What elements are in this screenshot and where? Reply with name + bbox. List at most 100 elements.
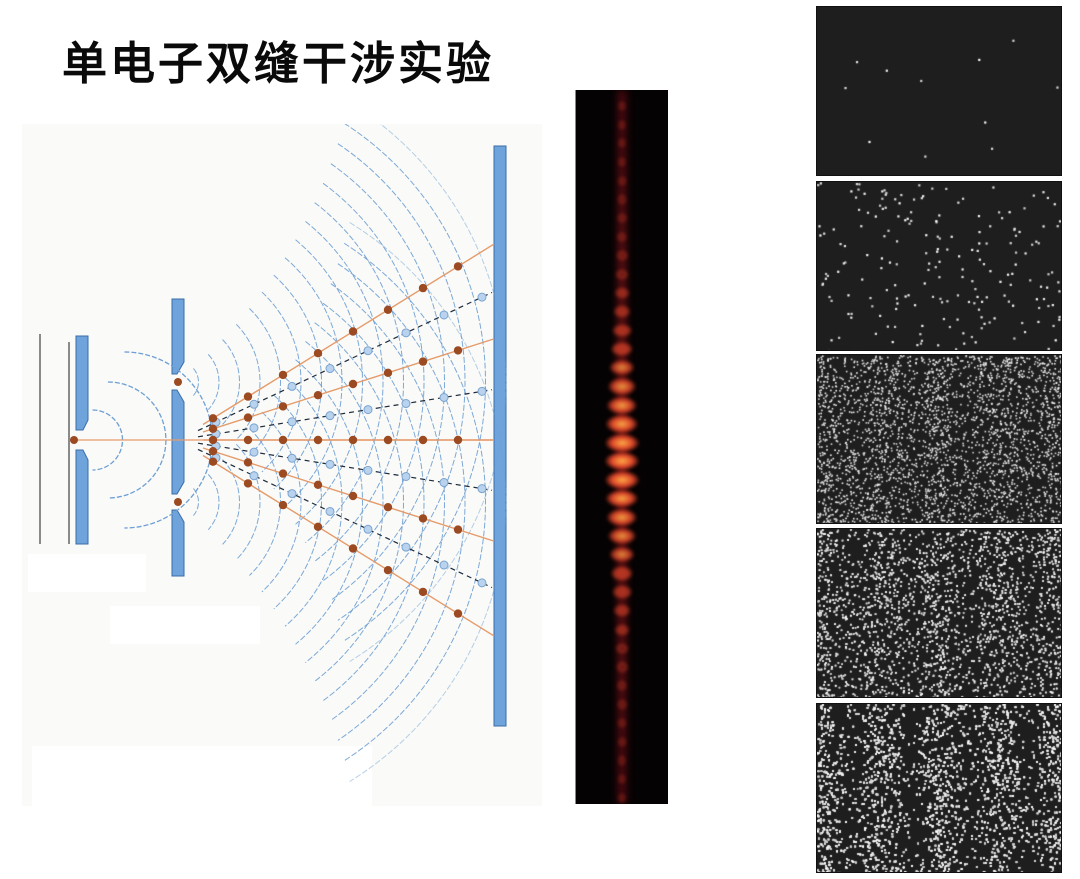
wavefront-arc [222, 459, 240, 545]
wavefront-arc [349, 124, 507, 662]
fringe-spot [609, 547, 635, 563]
fringe-spot [608, 528, 636, 545]
nodal-point [325, 411, 335, 421]
antinodal-point [278, 370, 288, 380]
fringe-spot [612, 323, 632, 338]
antinodal-point [383, 305, 393, 314]
fringe-spot [617, 175, 627, 186]
electron-hits-canvas [817, 7, 1061, 175]
electron-detector-sequence [816, 6, 1062, 878]
antinodal-point [208, 435, 218, 445]
antinodal-point [418, 587, 428, 597]
wavefront-arc [261, 411, 302, 593]
fringe-spot [605, 471, 639, 489]
antinodal-point [313, 522, 323, 531]
fringe-spot [617, 157, 627, 168]
antinodal-point [243, 479, 253, 488]
fringe-spot [615, 268, 629, 281]
nodal-point [249, 471, 259, 481]
fringe-spot [613, 305, 631, 319]
blank-label-area [28, 554, 146, 592]
nodal-point [363, 405, 373, 415]
wavefront-arc [295, 359, 363, 645]
fringe-spot [610, 566, 634, 581]
nodal-point [249, 399, 259, 409]
antinodal-point [278, 402, 288, 411]
antinodal-point [453, 346, 463, 355]
wavefront-arc [235, 323, 261, 441]
wavefront-arc [337, 143, 466, 621]
wavefront-arc [343, 124, 486, 642]
nodal-point [325, 364, 335, 374]
fringe-spot [615, 642, 629, 655]
fringe-spot [617, 100, 627, 111]
antinodal-point [208, 424, 218, 433]
wavefront-arc [322, 182, 425, 582]
antinodal-point [313, 349, 323, 358]
wavefront-arc [193, 488, 199, 516]
detector-panel-d [816, 528, 1062, 698]
source-dot [70, 436, 78, 444]
antinodal-point [313, 480, 323, 489]
electron-hits-canvas [817, 182, 1061, 350]
nodal-point [363, 524, 373, 534]
wavefront-arc [314, 202, 404, 562]
fringe-spot [617, 717, 627, 729]
wavefront-arc [305, 341, 384, 663]
detector-panel-c [816, 354, 1062, 524]
nodal-point [249, 423, 259, 433]
fringe-spot [606, 396, 638, 414]
wavefront-arc [107, 381, 167, 499]
wavefront-arc [305, 221, 384, 543]
nodal-point [249, 447, 259, 457]
fringe-spot [617, 755, 627, 766]
antinodal-point [453, 609, 463, 618]
nodal-point [401, 399, 411, 409]
nodal-point [477, 484, 487, 494]
fringe-spot [616, 250, 628, 262]
fringe-spot [606, 508, 638, 526]
fringe-spot [614, 286, 630, 300]
antinodal-point [243, 458, 253, 467]
antinodal-point [348, 379, 358, 389]
fringe-spot [613, 604, 631, 618]
wavefront-arc [295, 239, 363, 525]
antinodal-point [313, 391, 323, 400]
nodal-point [287, 453, 297, 463]
antinodal-point [418, 357, 428, 366]
antinodal-point [383, 503, 393, 512]
wavefront-arc [343, 242, 486, 762]
nodal-point [325, 506, 335, 516]
wavefront-arc [314, 322, 404, 682]
fringe-spot [617, 212, 627, 224]
single-slit-upper [75, 335, 89, 431]
fringe-spot [614, 623, 630, 636]
nodal-point [401, 471, 411, 481]
nodal-point [439, 478, 449, 488]
slit-dot [174, 498, 182, 506]
fringe-spot [617, 194, 627, 205]
nodal-point [439, 310, 449, 320]
double-slit-diagram [22, 124, 542, 806]
antinodal-point [383, 566, 393, 575]
fringe-spot [617, 774, 627, 785]
interference-diagram-svg [39, 124, 507, 782]
blank-label-area [32, 746, 372, 806]
interference-fringe-photo [575, 90, 668, 804]
nodal-point [287, 381, 297, 391]
fringe-spot [605, 489, 639, 508]
antinodal-point [313, 435, 323, 445]
fringe-spot [617, 736, 627, 747]
antinodal-point [278, 435, 288, 445]
fringe-spot [617, 138, 627, 149]
antinodal-point [243, 435, 253, 445]
wavefront-arc [284, 377, 343, 627]
antinodal-point [278, 469, 288, 478]
wavefront-arc [261, 291, 302, 473]
nodal-point [325, 459, 335, 469]
nodal-line [197, 389, 493, 438]
antinodal-point [208, 414, 218, 423]
nodal-point [477, 386, 487, 396]
electron-hits-canvas [817, 704, 1061, 872]
antinodal-point [348, 435, 358, 445]
